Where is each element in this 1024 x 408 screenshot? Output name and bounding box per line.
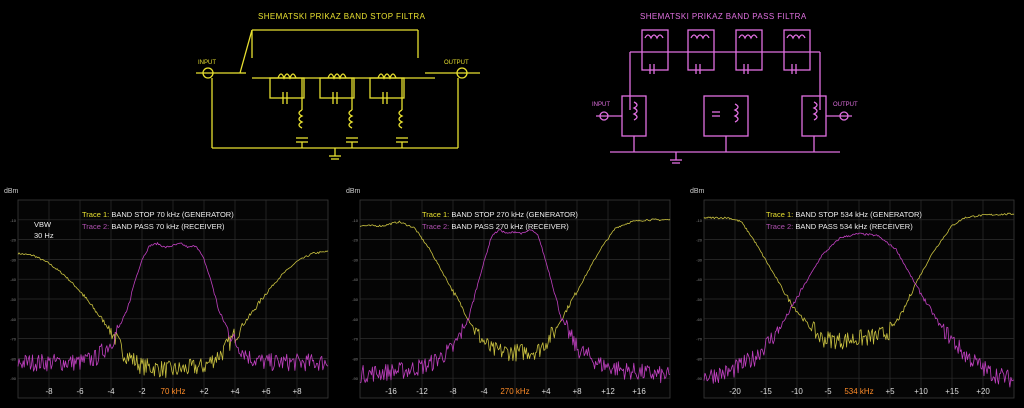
legend-prefix: Trace 1:: [422, 210, 451, 219]
y-tick-label: -30: [352, 257, 359, 262]
x-tick-label: +4: [230, 387, 240, 396]
unit-label: dBm: [346, 188, 361, 195]
output-connector-icon: [456, 67, 468, 79]
band-pass-output-label: OUTPUT: [833, 102, 858, 108]
spectrum-chart-270khz: dBm -10 -20 -30 -40 -50 -60 -70 -80 -90 -16 -12 -8 -4…: [346, 188, 671, 399]
y-tick-label: -90: [10, 376, 17, 381]
band-pass-schematic: INPUT OUTPUT: [592, 29, 858, 164]
unit-label: dBm: [690, 188, 705, 195]
y-tick-label: -70: [10, 337, 17, 342]
unit-label: dBm: [4, 188, 19, 195]
trace-2-line: [703, 232, 1014, 388]
x-tick-label: -8: [449, 387, 457, 396]
x-tick-label: -20: [729, 387, 741, 396]
x-tick-label: +12: [601, 387, 615, 396]
y-tick-label: -60: [696, 317, 703, 322]
y-tick-label: -80: [696, 356, 703, 361]
legend-prefix: Trace 1:: [82, 210, 111, 219]
x-tick-label: +8: [572, 387, 582, 396]
center-frequency-label: 270 kHz: [500, 387, 529, 396]
y-tick-label: -40: [10, 277, 17, 282]
y-tick-label: -70: [696, 337, 703, 342]
output-connector-icon: [839, 111, 849, 121]
legend-text: BAND STOP 70 kHz (GENERATOR): [111, 210, 234, 219]
x-tick-label: +10: [914, 387, 928, 396]
trace-2-line: [359, 228, 671, 384]
x-tick-label: -8: [45, 387, 53, 396]
y-tick-label: -20: [696, 238, 703, 243]
band-pass-schematic-title: SHEMATSKI PRIKAZ BAND PASS FILTRA: [640, 12, 807, 21]
y-tick-label: -90: [352, 376, 359, 381]
y-tick-label: -10: [10, 218, 17, 223]
legend-prefix: Trace 2:: [766, 222, 795, 231]
legend-text: BAND STOP 270 kHz (GENERATOR): [451, 210, 578, 219]
x-tick-label: -12: [416, 387, 428, 396]
x-tick-label: -4: [107, 387, 115, 396]
y-tick-label: -50: [696, 297, 703, 302]
vbw-label: VBW: [34, 220, 52, 229]
spectrum-chart-534khz: dBm -10 -20 -30 -40 -50 -60 -70 -80 -90 -20 -15 -10 -…: [690, 188, 1015, 399]
trace-1-line: [703, 212, 1015, 350]
legend-prefix: Trace 2:: [422, 222, 451, 231]
legend-entry-1: Trace 1: BAND STOP 270 kHz (GENERATOR): [422, 210, 578, 219]
y-tick-label: -80: [10, 356, 17, 361]
x-tick-label: +15: [945, 387, 959, 396]
legend-text: BAND STOP 534 kHz (GENERATOR): [795, 210, 922, 219]
legend-prefix: Trace 2:: [82, 222, 111, 231]
legend-entry-2: Trace 2: BAND PASS 534 kHz (RECEIVER): [766, 222, 913, 231]
vbw-value: 30 Hz: [34, 231, 54, 240]
y-tick-label: -50: [352, 297, 359, 302]
trace-1-line: [359, 218, 671, 362]
band-stop-output-label: OUTPUT: [444, 60, 469, 66]
legend-text: BAND PASS 270 kHz (RECEIVER): [451, 222, 569, 231]
spectrum-chart-70khz: dBm -10 -20 -30 -40 -50 -60 -70 -80 -90 -8 -6 -4 -2 +2…: [4, 188, 329, 399]
y-tick-label: -20: [352, 238, 359, 243]
y-tick-label: -90: [696, 376, 703, 381]
legend-entry-2: Trace 2: BAND PASS 70 kHz (RECEIVER): [82, 222, 225, 231]
x-tick-label: +20: [976, 387, 990, 396]
y-tick-label: -10: [352, 218, 359, 223]
center-frequency-label: 70 kHz: [161, 387, 186, 396]
x-tick-label: +8: [292, 387, 302, 396]
y-tick-label: -60: [10, 317, 17, 322]
x-tick-label: +5: [885, 387, 895, 396]
band-stop-schematic-title: SHEMATSKI PRIKAZ BAND STOP FILTRA: [258, 12, 426, 21]
legend-prefix: Trace 1:: [766, 210, 795, 219]
y-tick-label: -20: [10, 238, 17, 243]
y-tick-label: -30: [696, 257, 703, 262]
input-connector-icon: [599, 111, 609, 121]
trace-1-line: [17, 250, 329, 379]
x-tick-label: +4: [541, 387, 551, 396]
band-stop-input-label: INPUT: [198, 60, 216, 66]
legend-entry-2: Trace 2: BAND PASS 270 kHz (RECEIVER): [422, 222, 569, 231]
x-tick-label: +2: [199, 387, 209, 396]
band-stop-schematic: INPUT OUTPUT: [196, 29, 480, 160]
y-tick-label: -40: [352, 277, 359, 282]
legend-text: BAND PASS 534 kHz (RECEIVER): [795, 222, 913, 231]
x-tick-label: -16: [385, 387, 397, 396]
center-frequency-label: 534 kHz: [844, 387, 873, 396]
y-tick-label: -30: [10, 257, 17, 262]
trace-2-line: [17, 242, 329, 372]
x-tick-label: -4: [480, 387, 488, 396]
y-tick-label: -70: [352, 337, 359, 342]
y-tick-label: -50: [10, 297, 17, 302]
y-tick-label: -60: [352, 317, 359, 322]
band-pass-input-label: INPUT: [592, 102, 610, 108]
x-tick-label: -10: [791, 387, 803, 396]
x-tick-label: +16: [632, 387, 646, 396]
y-tick-label: -10: [696, 218, 703, 223]
x-tick-label: -15: [760, 387, 772, 396]
x-tick-label: -2: [138, 387, 146, 396]
y-tick-label: -40: [696, 277, 703, 282]
x-tick-label: +6: [261, 387, 271, 396]
x-tick-label: -6: [76, 387, 84, 396]
legend-entry-1: Trace 1: BAND STOP 534 kHz (GENERATOR): [766, 210, 922, 219]
y-tick-label: -80: [352, 356, 359, 361]
legend-entry-1: Trace 1: BAND STOP 70 kHz (GENERATOR): [82, 210, 234, 219]
x-tick-label: -5: [824, 387, 832, 396]
legend-text: BAND PASS 70 kHz (RECEIVER): [111, 222, 225, 231]
